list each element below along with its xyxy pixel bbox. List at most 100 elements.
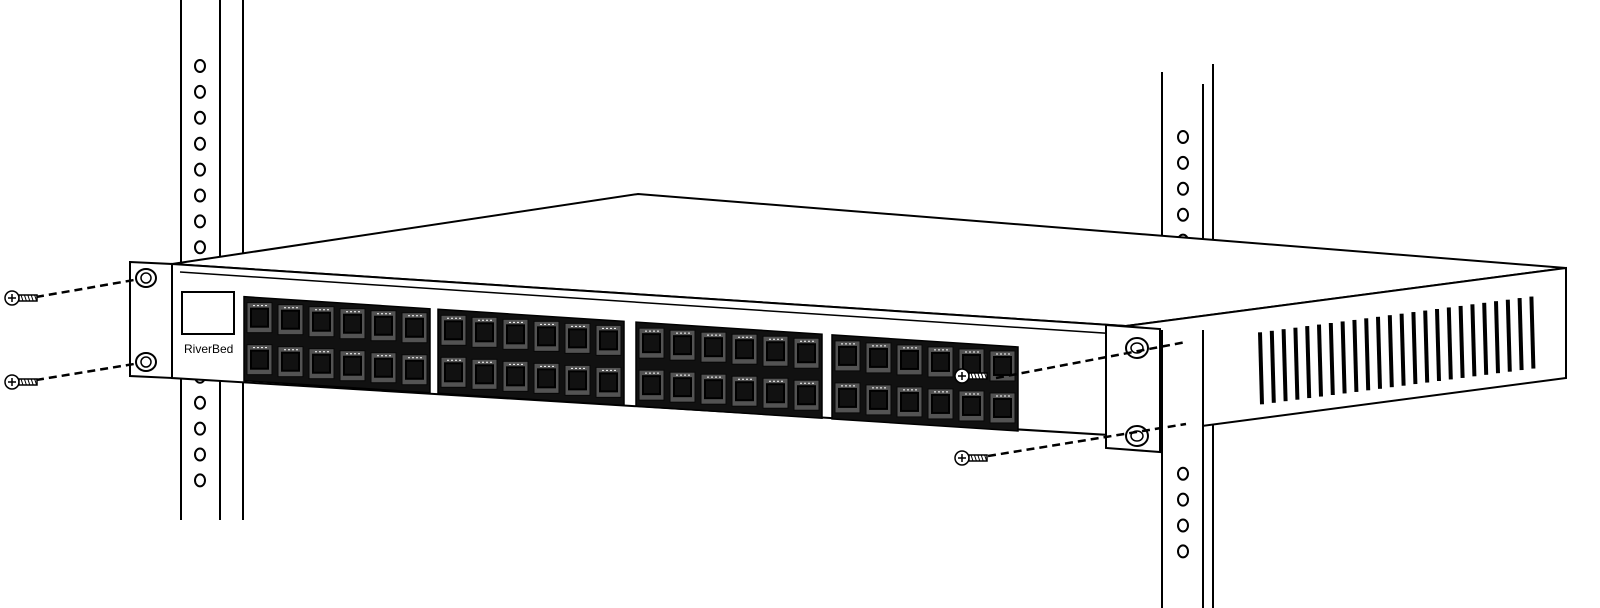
vent-slot [1340,321,1347,394]
vent-slot [1305,326,1312,399]
port-opening [250,349,269,370]
rail-hole [194,240,206,255]
port-opening [444,362,463,383]
right-mounting-ear [1105,323,1161,454]
port-opening [599,330,618,351]
vent-slot [1328,322,1335,396]
port-opening [475,364,494,385]
port-opening [673,377,692,398]
port-opening [250,307,269,328]
rail-hole [1177,492,1189,507]
port-opening [312,311,331,332]
guide-line-left-bottom [35,362,135,382]
port-opening [993,397,1012,418]
vent-slot [1399,313,1406,386]
vent-slot [1281,329,1288,402]
rail-hole [1177,207,1189,222]
vent-slot [1376,316,1382,389]
vent-slot [1446,307,1453,380]
port-groups [243,295,1019,432]
vent-slot [1352,319,1359,392]
rail-hole [194,162,206,177]
rail-hole [1177,181,1189,196]
port-opening [993,355,1012,376]
port-opening [931,351,950,372]
port-group [635,321,823,420]
vent-slot [1517,298,1524,371]
screw [954,368,988,384]
port-opening [374,357,393,378]
port-opening [506,324,525,345]
side-vents [1258,296,1536,405]
rail-hole [194,214,206,229]
rail-hole [1177,544,1189,559]
vent-slot [1364,318,1371,391]
vent-slot [1470,304,1477,377]
port-opening [900,349,919,370]
port-group [243,295,431,394]
port-opening [704,337,723,358]
port-opening [673,335,692,356]
port-opening [343,355,362,376]
port-opening [312,353,331,374]
port-opening [931,393,950,414]
port-opening [475,322,494,343]
port-opening [506,366,525,387]
port-opening [962,395,981,416]
vent-slot [1482,302,1489,375]
port-opening [642,333,661,354]
brand-label: RiverBed [184,342,233,356]
port-opening [537,368,556,389]
rail-hole [194,395,206,410]
rail-hole [194,421,206,436]
network-switch: RiverBed [129,192,1567,454]
rail-hole [194,136,206,151]
rail-hole [194,84,206,99]
vent-slot [1435,308,1441,382]
vent-slot [1317,324,1323,397]
vent-slot [1423,310,1430,383]
left-mounting-ear [129,260,173,380]
port-opening [838,387,857,408]
vent-slot [1258,332,1264,405]
screw [4,374,38,390]
port-opening [405,359,424,380]
port-opening [599,372,618,393]
vent-slot [1387,315,1394,388]
vent-slot [1269,330,1276,403]
port-opening [444,320,463,341]
vent-slot [1529,296,1536,369]
port-opening [642,375,661,396]
port-opening [568,370,587,391]
guide-line-left-top [35,278,135,299]
port-opening [704,379,723,400]
vent-slot [1293,327,1300,400]
screw-guide-lines [35,278,1187,458]
right-rail-front [1161,330,1204,460]
logo-plate [181,291,235,335]
rail-hole [1177,466,1189,481]
port-opening [537,326,556,347]
rail-hole [194,110,206,125]
port-opening [374,315,393,336]
vent-slot [1494,301,1500,374]
rail-hole [194,59,206,73]
rail-hole [1177,518,1189,533]
port-opening [797,343,816,364]
port-opening [281,309,300,330]
rail-hole [194,447,206,462]
port-opening [405,317,424,338]
port-opening [281,351,300,372]
port-opening [900,391,919,412]
guide-line-right-bottom [987,422,1187,458]
port-opening [735,339,754,360]
port-opening [735,381,754,402]
port-opening [869,347,888,368]
port-group [437,308,625,407]
rail-hole [194,473,206,488]
port-opening [838,345,857,366]
port-opening [766,383,785,404]
screw [954,450,988,466]
screws [4,290,988,466]
